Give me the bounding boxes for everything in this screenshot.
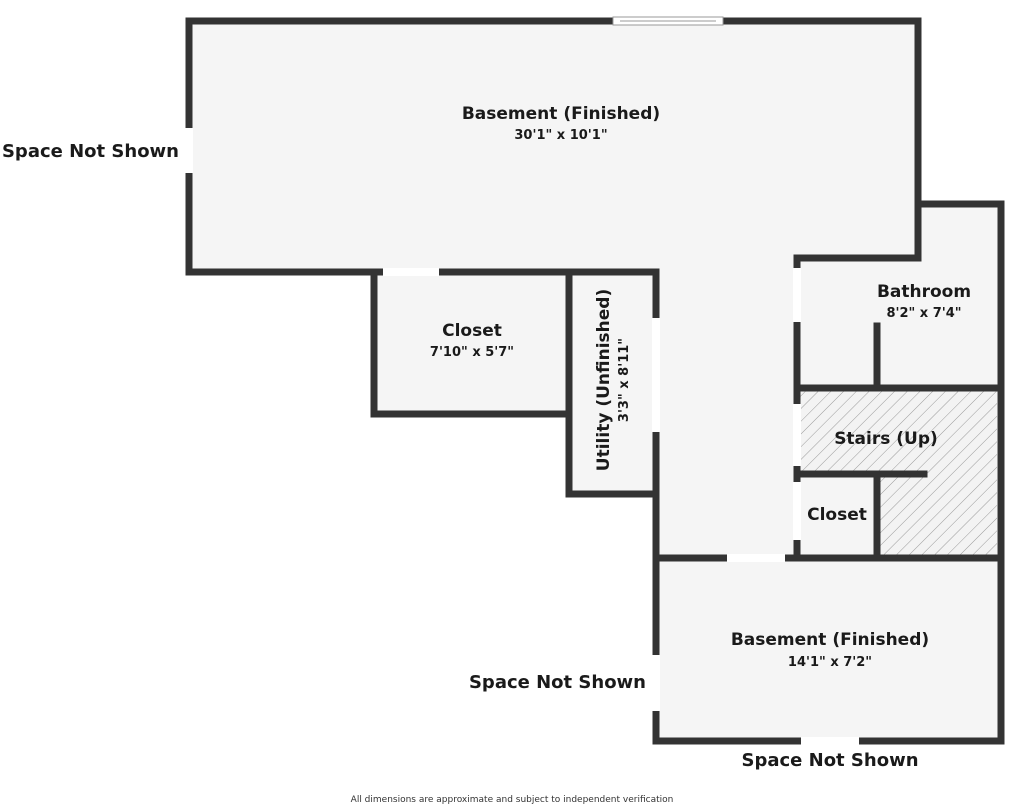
room-dims-utility: 3'3" x 8'11" [617,338,632,422]
door-stairs [793,404,801,466]
room-name-stairs: Stairs (Up) [834,429,938,449]
room-name-closet-right: Closet [807,505,867,525]
openings [185,16,859,745]
outside-label-bottom-left: Space Not Shown [469,672,646,693]
door-closet-left [383,268,439,276]
bathroom-floor [797,204,1001,388]
closet-right-floor [797,476,877,558]
outside-label-left: Space Not Shown [2,141,179,162]
opening-bottom-left [652,655,660,711]
room-name-closet-left: Closet [442,321,502,341]
utility-floor [569,272,656,494]
room-dims-basement-bottom: 14'1" x 7'2" [788,655,872,670]
closet-left-floor [374,272,569,414]
room-name-utility: Utility (Unfinished) [594,289,614,471]
door-bathroom [793,268,801,322]
room-dims-closet-left: 7'10" x 5'7" [430,345,514,360]
opening-bottom [801,737,859,745]
door-utility [652,318,660,432]
room-name-bathroom: Bathroom [877,282,971,302]
room-dims-basement-top: 30'1" x 10'1" [514,128,607,143]
footer-note: All dimensions are approximate and subje… [351,795,674,805]
opening-left [185,128,193,173]
outside-label-bottom: Space Not Shown [741,750,918,771]
door-basement-bottom [727,554,785,562]
door-closet-right [793,482,801,540]
room-name-basement-top: Basement (Finished) [462,104,660,124]
room-name-basement-bottom: Basement (Finished) [731,630,929,650]
room-dims-bathroom: 8'2" x 7'4" [886,306,961,321]
